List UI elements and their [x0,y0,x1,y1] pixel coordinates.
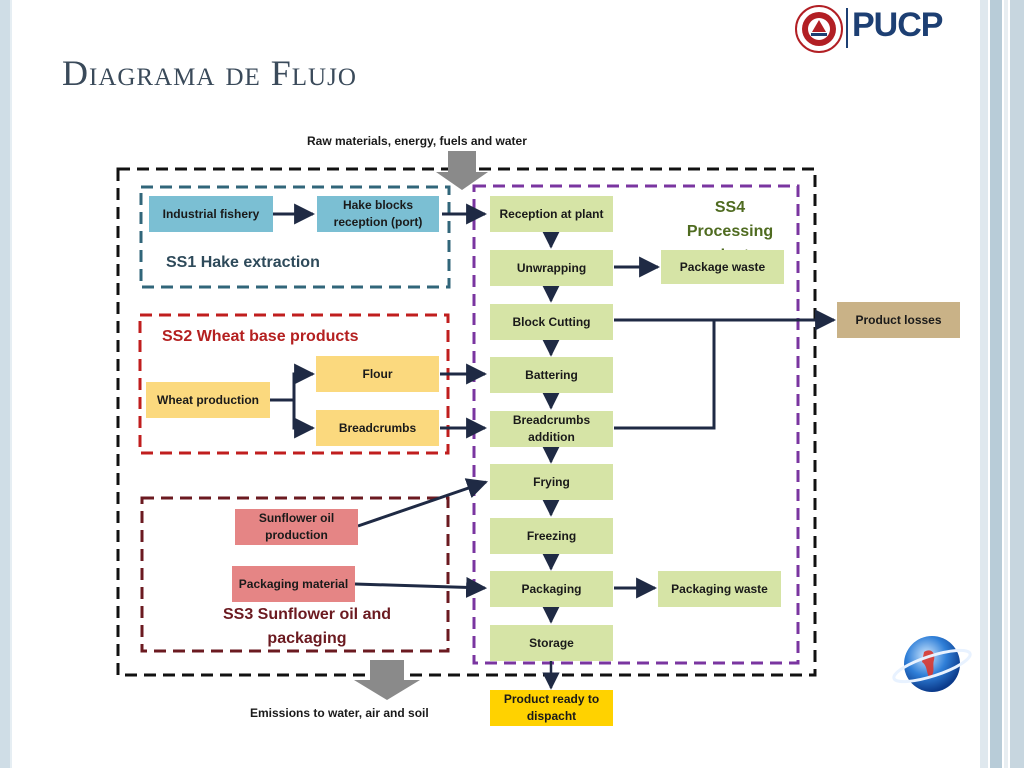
node-product-ready: Product ready to dispacht [490,690,613,726]
node-wheat-production: Wheat production [146,382,270,418]
node-reception: Reception at plant [490,196,613,232]
inputs-label: Raw materials, energy, fuels and water [307,134,527,148]
globe-icon [892,636,972,692]
ss4-boundary [472,184,800,665]
arrow-wheat-to-breadcrumbs [292,400,316,439]
arrow-addition-to-losses [614,320,716,430]
node-hake-blocks: Hake blocks reception (port) [317,196,439,232]
node-sunflower-oil: Sunflower oil production [235,509,358,545]
node-frying: Frying [490,464,613,500]
arrow-oil-to-frying [357,478,488,528]
logo-separator [846,8,848,48]
node-industrial-fishery: Industrial fishery [149,196,273,232]
node-product-losses: Product losses [837,302,960,338]
logo-text: PUCP [852,6,943,44]
node-freezing: Freezing [490,518,613,554]
pucp-logo [795,5,843,53]
pucp-seal-icon [795,5,843,53]
input-big-arrow [436,151,488,190]
node-packaging-material: Packaging material [232,566,355,602]
ss1-boundary [139,185,451,289]
left-border-inner [10,0,12,768]
node-storage: Storage [490,625,613,661]
ss3-boundary [140,496,450,653]
outputs-label: Emissions to water, air and soil [250,706,429,720]
ss2-boundary [138,313,450,455]
node-block-cutting: Block Cutting [490,304,613,340]
ss2-label: SS2 Wheat base products [162,328,359,345]
node-packaging-waste: Packaging waste [658,571,781,607]
slide-title: Diagrama de Flujo [62,53,357,93]
node-breadcrumbs-addition: Breadcrumbs addition [490,411,613,447]
ss3-label: SS3 Sunflower oil and packaging [222,606,392,647]
output-big-arrow [354,660,420,700]
right-border-stripes [980,0,1024,768]
node-package-waste: Package waste [661,250,784,284]
node-unwrapping: Unwrapping [490,250,613,286]
node-packaging: Packaging [490,571,613,607]
node-battering: Battering [490,357,613,393]
node-breadcrumbs: Breadcrumbs [316,410,439,446]
ss1-label: SS1 Hake extraction [166,254,320,271]
arrow-wheat-split [270,363,316,402]
node-flour: Flour [316,356,439,392]
arrow-material-to-packaging [354,576,488,598]
left-border-bar [0,0,10,768]
